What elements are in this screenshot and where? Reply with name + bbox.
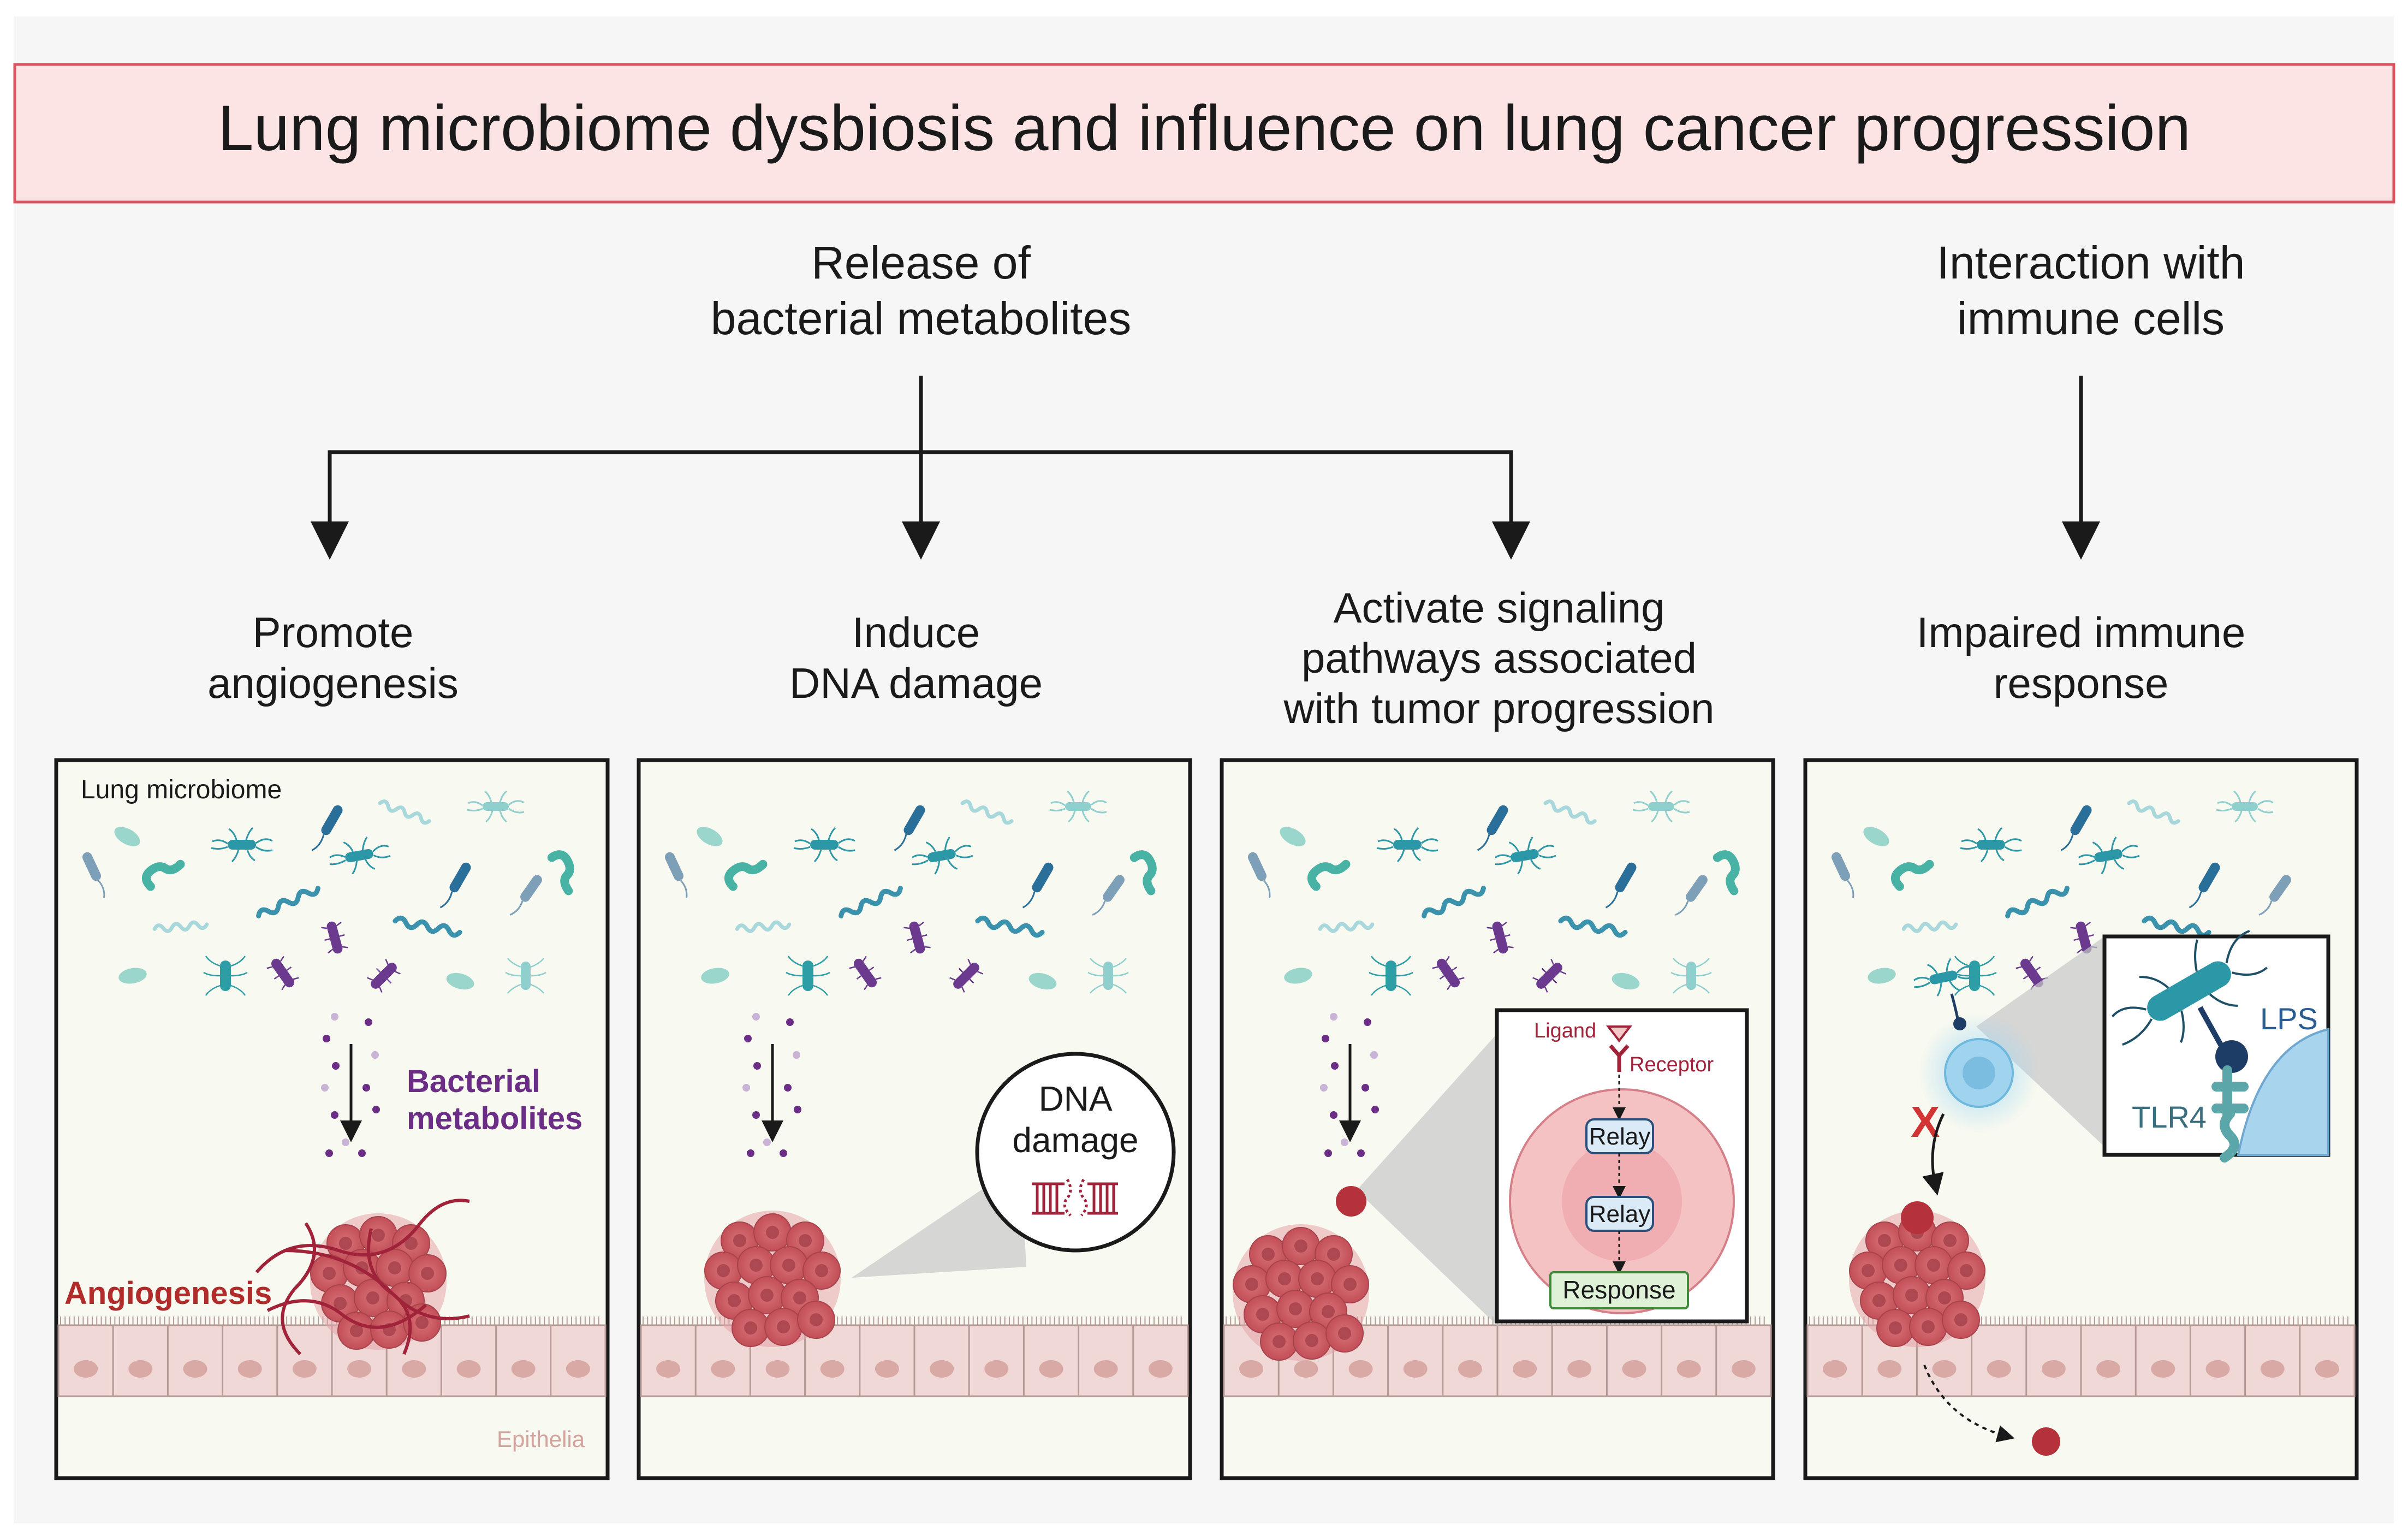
tumor [704,1211,841,1347]
immune-branch-line2: immune cells [1957,293,2225,344]
panel4-details: LPS TLR4 X [1901,929,2330,1456]
membrane-segment [2237,1028,2329,1156]
metabolite-flow [742,1013,801,1157]
dna-zoom-cone [852,1163,1026,1278]
blocked-arrow [1922,1113,1945,1196]
lps-label: LPS [2260,1001,2318,1036]
epithelia-label: Epithelia [497,1426,585,1452]
panel2-heading2: DNA damage [789,659,1043,707]
receptor-icon [1609,1044,1630,1072]
ligand-icon [1606,1025,1633,1043]
blood-vessels [255,1199,470,1356]
receptor-label: Receptor [1630,1053,1714,1076]
title-banner [13,63,2395,204]
escape-arrow [1923,1365,2015,1443]
title: Lung microbiome dysbiosis and influence … [218,92,2191,164]
panel3-heading1: Activate signaling [1333,584,1664,632]
epithelium [1223,1316,1772,1397]
dna-damage-label-1: DNA [1038,1079,1112,1118]
metabolites-branch-line2: bacterial metabolites [711,293,1131,344]
tlr4-label: TLR4 [2132,1100,2207,1134]
metabolite-flow [1320,1013,1379,1157]
panel-1 [54,758,610,1480]
panel3-details: Ligand Receptor Relay Relay Response [1336,1008,1749,1327]
escaped-tumor-cell [2032,1427,2060,1456]
lps-dot [2215,1040,2248,1073]
relay-label-1: Relay [1589,1123,1651,1150]
panel4-heading2: response [1994,659,2169,707]
panel1-heading1: Promote [253,608,414,656]
tlr4-receptor [2211,1065,2249,1163]
broken-dna-icon [1032,1178,1118,1217]
panel2-details: DNA damage [852,1052,1176,1278]
ligand-label: Ligand [1534,1019,1596,1042]
panel-2 [637,758,1192,1480]
response-box [1549,1271,1689,1309]
panel-4 [1803,758,2359,1480]
panel1-details: Lung microbiome Bacterial metabolites An… [64,775,585,1452]
tumor [1233,1224,1369,1361]
metabolite-flow [321,1013,380,1157]
branch-connectors [311,376,2100,560]
panel2-heading1: Induce [852,608,980,656]
tumor-target-cell [1901,1201,1934,1234]
bacterial-metabolites-label-1: Bacterial [407,1064,540,1099]
signaling-zoom-cone [1357,1032,1499,1327]
panel3-heading2: pathways associated [1301,634,1697,682]
panel3-heading3: with tumor progression [1283,684,1715,732]
panel4-heading1: Impaired immune [1917,608,2246,656]
dna-damage-label-2: damage [1012,1120,1138,1160]
panel1-heading2: angiogenesis [207,659,459,707]
lung-microbiome-label: Lung microbiome [81,775,282,804]
angiogenesis-label: Angiogenesis [64,1276,272,1311]
immune-branch-line1: Interaction with [1937,237,2245,288]
metabolites-branch-line1: Release of [811,237,1031,288]
epithelium [640,1316,1189,1397]
activated-cell [1336,1186,1366,1217]
dna-damage-bubble [975,1052,1176,1253]
bacterial-metabolites-label-2: metabolites [407,1101,582,1136]
branch-bar [328,450,1513,538]
epithelium [1806,1316,2356,1397]
immune-cell-nucleus [1963,1057,1995,1089]
response-label: Response [1562,1276,1675,1304]
relay-label-2: Relay [1589,1201,1651,1227]
immune-zoom-cone [1976,936,2104,1147]
